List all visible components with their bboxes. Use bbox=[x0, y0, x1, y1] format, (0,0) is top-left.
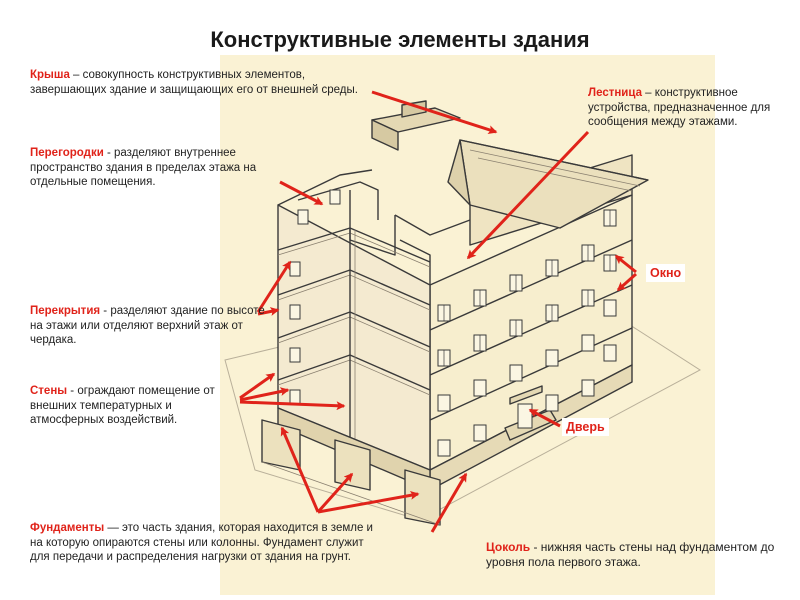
term-stairs: Лестница bbox=[588, 87, 642, 99]
term-walls: Стены bbox=[30, 385, 67, 397]
label-stairs: Лестница – конструктивное устройства, пр… bbox=[588, 86, 783, 130]
label-foundation: Фундаменты — это часть здания, которая н… bbox=[30, 521, 385, 565]
term-partitions: Перегородки bbox=[30, 147, 104, 159]
term-roof: Крыша bbox=[30, 69, 70, 81]
page-title: Конструктивные элементы здания bbox=[0, 27, 800, 53]
label-roof: Крыша – совокупность конструктивных элем… bbox=[30, 68, 370, 97]
label-partitions: Перегородки - разделяют внутреннее прост… bbox=[30, 146, 275, 190]
term-plinth: Цоколь bbox=[486, 540, 530, 554]
term-foundation: Фундаменты bbox=[30, 522, 104, 534]
label-floors: Перекрытия - разделяют здание по высоте … bbox=[30, 304, 265, 348]
term-floors: Перекрытия bbox=[30, 305, 100, 317]
label-window: Окно bbox=[646, 264, 685, 282]
entrance-door bbox=[518, 404, 532, 428]
label-walls: Стены - ограждают помещение от внешних т… bbox=[30, 384, 235, 428]
label-plinth: Цоколь - нижняя часть стены над фундамен… bbox=[486, 540, 776, 569]
label-door: Дверь bbox=[562, 418, 609, 436]
